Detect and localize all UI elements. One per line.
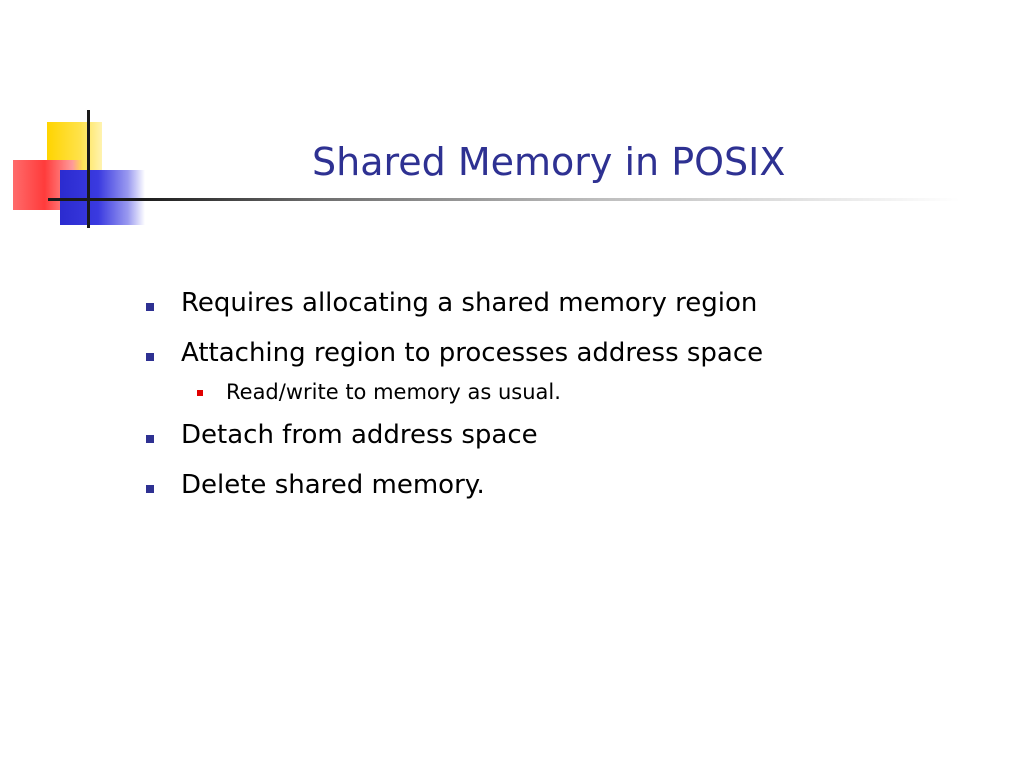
bullet-item: Detach from address space: [140, 415, 1000, 465]
title-underline-rule: [48, 198, 960, 201]
sub-bullet-text: Read/write to memory as usual.: [226, 380, 561, 404]
bullet-item: Delete shared memory.: [140, 465, 1000, 515]
square-bullet-icon: [146, 435, 154, 443]
blue-square-decoration: [60, 170, 145, 225]
square-bullet-icon: [146, 353, 154, 361]
red-square-bullet-icon: [197, 390, 203, 396]
bullet-list: Requires allocating a shared memory regi…: [140, 283, 1000, 515]
bullet-text: Detach from address space: [181, 420, 538, 450]
slide-title: Shared Memory in POSIX: [312, 140, 786, 184]
bullet-text: Attaching region to processes address sp…: [181, 338, 764, 368]
square-bullet-icon: [146, 303, 154, 311]
bullet-item: Requires allocating a shared memory regi…: [140, 283, 1000, 333]
sub-bullet-item: Read/write to memory as usual.: [140, 377, 1000, 415]
square-bullet-icon: [146, 485, 154, 493]
bullet-text: Delete shared memory.: [181, 470, 485, 500]
bullet-text: Requires allocating a shared memory regi…: [181, 288, 758, 318]
bullet-item: Attaching region to processes address sp…: [140, 333, 1000, 383]
vertical-rule: [87, 110, 90, 228]
